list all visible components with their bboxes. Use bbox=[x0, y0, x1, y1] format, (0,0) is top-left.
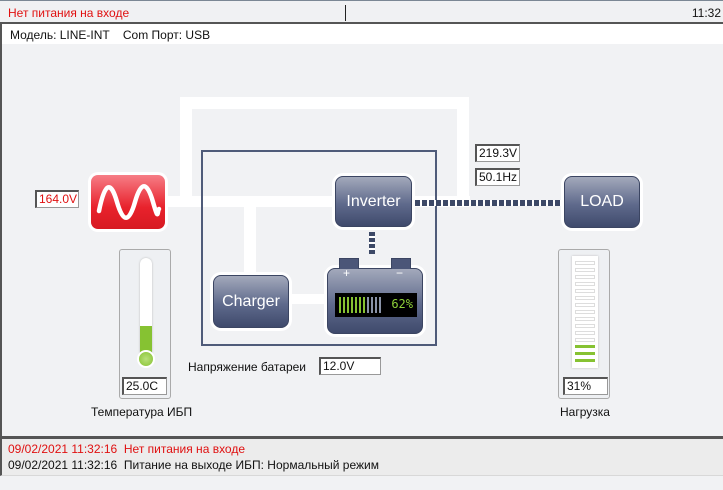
battery-bar bbox=[379, 297, 381, 313]
temperature-gauge bbox=[119, 249, 171, 399]
battery-level-display: 62% bbox=[335, 293, 417, 317]
ac-wave-icon bbox=[96, 184, 162, 220]
load-bar bbox=[575, 359, 595, 362]
log-entry: 09/02/2021 11:32:16 Нет питания на входе bbox=[8, 442, 245, 456]
thermometer-bulb bbox=[137, 350, 155, 368]
load-bar bbox=[575, 345, 595, 348]
load-bar bbox=[575, 303, 595, 307]
status-time: 11:32 bbox=[691, 6, 721, 20]
battery-terminal-plus bbox=[339, 258, 359, 269]
load-bar-column bbox=[572, 256, 598, 368]
ups-frame bbox=[201, 150, 437, 346]
wire-right-vertical bbox=[457, 97, 469, 207]
status-message: Нет питания на входе bbox=[8, 6, 130, 20]
log-message: Нет питания на входе bbox=[123, 442, 246, 456]
load-bar bbox=[575, 289, 595, 293]
log-timestamp: 09/02/2021 11:32:16 bbox=[8, 442, 118, 456]
wire-top bbox=[180, 97, 469, 109]
load-gauge bbox=[558, 249, 610, 399]
battery-bar bbox=[359, 297, 361, 313]
battery-bar bbox=[371, 297, 373, 313]
battery-terminal-minus bbox=[391, 258, 411, 269]
load-bar bbox=[575, 282, 595, 286]
battery-bar bbox=[355, 297, 357, 313]
info-bar: Модель: LINE-INT Com Порт: USB bbox=[2, 24, 723, 44]
input-power-button[interactable] bbox=[91, 175, 165, 229]
battery-block[interactable]: + − 62% bbox=[327, 258, 423, 334]
load-bar bbox=[575, 275, 595, 279]
battery-percent: 62% bbox=[391, 297, 413, 311]
battery-voltage-label: Напряжение батареи bbox=[188, 360, 307, 374]
battery-bar bbox=[367, 297, 369, 313]
input-voltage-field: 164.0V bbox=[35, 190, 79, 208]
inverter-load-link bbox=[415, 200, 562, 206]
battery-bar bbox=[347, 297, 349, 313]
battery-minus-sign: − bbox=[396, 266, 404, 280]
log-message: Питание на выходе ИБП: Нормальный режим bbox=[123, 458, 379, 472]
load-bar bbox=[575, 338, 595, 342]
load-block[interactable]: LOAD bbox=[564, 176, 640, 228]
log-entry: 09/02/2021 11:32:16 Питание на выходе ИБ… bbox=[8, 458, 379, 472]
load-bar bbox=[575, 352, 595, 355]
event-log[interactable]: 09/02/2021 11:32:16 Нет питания на входе… bbox=[0, 436, 723, 476]
inverter-battery-link bbox=[369, 232, 375, 254]
output-voltage-field: 219.3V bbox=[475, 144, 520, 162]
load-bar bbox=[575, 268, 595, 272]
diagram-panel: Модель: LINE-INT Com Порт: USB bbox=[0, 24, 723, 436]
model-port-info: Модель: LINE-INT Com Порт: USB bbox=[10, 28, 211, 42]
load-bar bbox=[575, 296, 595, 300]
inverter-block[interactable]: Inverter bbox=[335, 176, 412, 227]
load-bar bbox=[575, 317, 595, 321]
battery-bar bbox=[339, 297, 341, 313]
battery-bar bbox=[351, 297, 353, 313]
status-bar: Нет питания на входе 11:32 bbox=[0, 0, 723, 24]
wire-charger-battery bbox=[288, 294, 328, 304]
load-bar bbox=[575, 331, 595, 335]
battery-bar bbox=[375, 297, 377, 313]
wire-main-horizontal bbox=[160, 196, 470, 207]
log-timestamp: 09/02/2021 11:32:16 bbox=[8, 458, 118, 472]
wire-left-vertical bbox=[180, 97, 192, 207]
battery-bar bbox=[343, 297, 345, 313]
battery-voltage-field: 12.0V bbox=[319, 357, 381, 375]
temperature-label: Температура ИБП bbox=[91, 405, 193, 419]
temperature-field: 25.0C bbox=[122, 377, 167, 395]
battery-bar bbox=[363, 297, 365, 313]
wire-charger-vertical bbox=[244, 196, 256, 276]
load-bar bbox=[575, 261, 595, 265]
status-divider bbox=[345, 5, 346, 21]
charger-block[interactable]: Charger bbox=[213, 275, 289, 328]
load-bar bbox=[575, 324, 595, 328]
load-label: Нагрузка bbox=[560, 405, 610, 419]
load-field: 31% bbox=[563, 377, 608, 395]
output-frequency-field: 50.1Hz bbox=[475, 168, 520, 186]
battery-plus-sign: + bbox=[343, 266, 351, 280]
load-bar bbox=[575, 310, 595, 314]
